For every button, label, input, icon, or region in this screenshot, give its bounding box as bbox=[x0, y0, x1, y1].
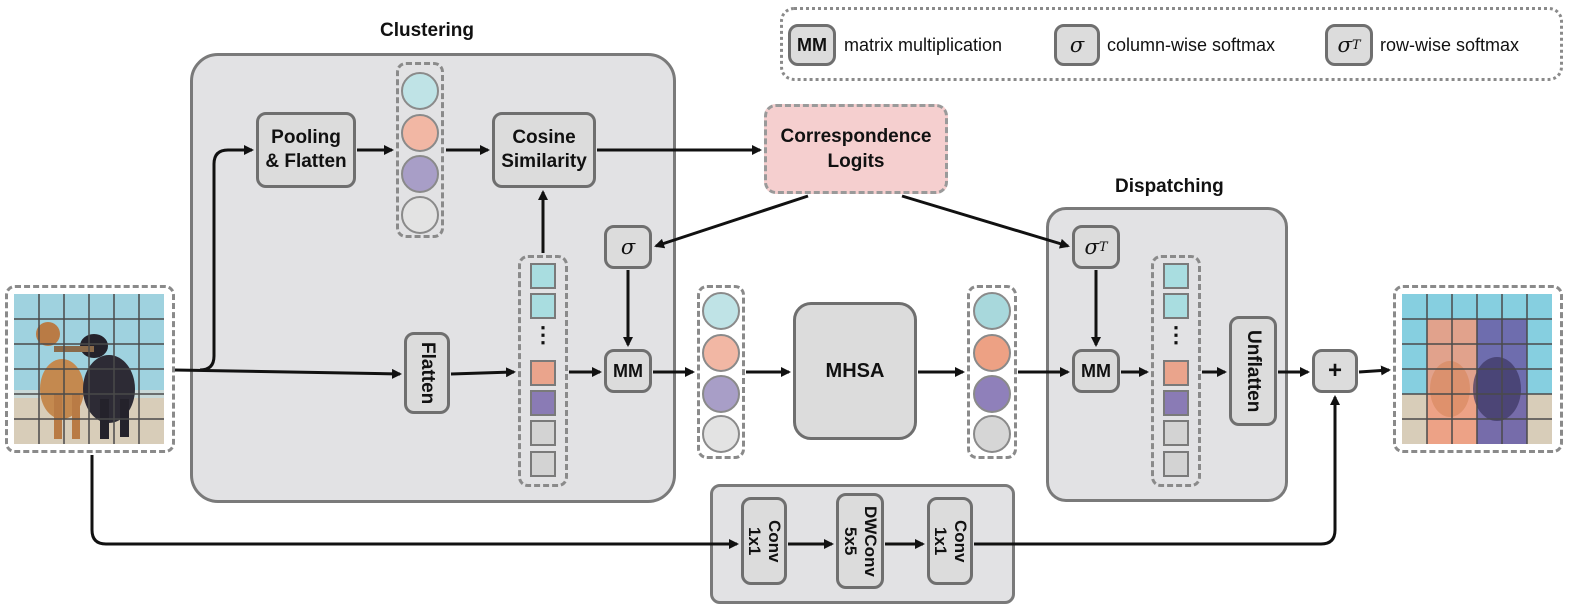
dispatched-square-gray-1 bbox=[1163, 420, 1189, 446]
pooling-flatten-box: Pooling & Flatten bbox=[256, 112, 356, 188]
sigma-box: σ bbox=[604, 225, 652, 269]
correspondence-logits-box: Correspondence Logits bbox=[764, 104, 948, 194]
arrow-logits-to-sigma bbox=[654, 194, 809, 249]
dispatched-square-gray-2 bbox=[1163, 451, 1189, 477]
updated-token-teal bbox=[973, 292, 1011, 330]
dispatching-title: Dispatching bbox=[1115, 176, 1224, 197]
arrow-logits-to-sigmaT bbox=[901, 194, 1070, 249]
legend-sigmaT-sup: T bbox=[1351, 37, 1361, 53]
legend-mm-text: matrix multiplication bbox=[844, 35, 1003, 55]
token-square-purple bbox=[530, 390, 556, 416]
flatten-vertical-label: Flatten bbox=[417, 341, 438, 405]
center-token-purple bbox=[401, 155, 439, 193]
dispatched-square-salmon bbox=[1163, 360, 1189, 386]
unflatten-vertical-label: Unflatten bbox=[1243, 329, 1264, 413]
mm-clustering-box: MM bbox=[604, 349, 652, 393]
center-token-gray bbox=[401, 196, 439, 234]
clustering-title: Clustering bbox=[380, 20, 474, 41]
center-tokens-column bbox=[396, 62, 444, 238]
legend-sigma-symbol: σ bbox=[1054, 24, 1100, 66]
legend-sigma-label: σ bbox=[1069, 33, 1085, 57]
sigma-label: σ bbox=[620, 235, 636, 259]
legend-sigma-text: column-wise softmax bbox=[1107, 35, 1276, 55]
input-image bbox=[14, 294, 164, 444]
flatten-box: Flatten bbox=[404, 332, 450, 414]
cosine-similarity-box: Cosine Similarity bbox=[492, 112, 596, 188]
logits-label: Logits bbox=[827, 151, 885, 172]
token-square-teal-1 bbox=[530, 263, 556, 289]
conv2-label-line2: 1x1 bbox=[931, 526, 950, 556]
dwconv-label-line1: DWConv bbox=[861, 505, 880, 577]
correspondence-label: Correspondence bbox=[780, 126, 932, 147]
cluster-token-purple bbox=[702, 375, 740, 413]
input-image-graphic bbox=[14, 294, 164, 444]
dispatched-square-teal-2 bbox=[1163, 293, 1189, 319]
legend-mm-symbol: MM bbox=[788, 24, 836, 66]
mm-dispatching-label: MM bbox=[1081, 360, 1111, 381]
similarity-label: Similarity bbox=[501, 151, 587, 172]
conv1-label-line1: Conv bbox=[765, 519, 784, 563]
dwconv-label-line2: 5x5 bbox=[841, 526, 860, 556]
dispatched-square-purple bbox=[1163, 390, 1189, 416]
output-image-graphic bbox=[1402, 294, 1552, 444]
sigmaT-label: σ bbox=[1084, 235, 1099, 259]
conv1-label-line2: 1x1 bbox=[745, 526, 764, 556]
conv2-label-line1: Conv bbox=[951, 519, 970, 563]
cosine-label: Cosine bbox=[512, 127, 576, 148]
mhsa-box: MHSA bbox=[793, 302, 917, 440]
token-square-teal-2 bbox=[530, 293, 556, 319]
token-square-salmon bbox=[530, 360, 556, 386]
updated-token-purple bbox=[973, 375, 1011, 413]
cluster-token-gray bbox=[702, 415, 740, 453]
updated-token-salmon bbox=[973, 334, 1011, 372]
cluster-token-teal bbox=[702, 292, 740, 330]
token-square-gray-2 bbox=[530, 451, 556, 477]
output-image bbox=[1402, 294, 1552, 444]
token-ellipsis-dispatching: ⋮ bbox=[1165, 322, 1187, 347]
mm-dispatching-box: MM bbox=[1072, 349, 1120, 393]
center-token-teal bbox=[401, 72, 439, 110]
updated-token-gray bbox=[973, 415, 1011, 453]
pooling-label: Pooling bbox=[271, 127, 341, 148]
mm-clustering-label: MM bbox=[613, 360, 643, 381]
mhsa-label: MHSA bbox=[825, 359, 885, 382]
center-token-salmon bbox=[401, 114, 439, 152]
legend-box bbox=[780, 7, 1563, 81]
token-ellipsis-clustering: ⋮ bbox=[532, 322, 554, 347]
token-square-gray-1 bbox=[530, 420, 556, 446]
legend-sigmaT-label: σ bbox=[1337, 33, 1352, 57]
cluster-token-salmon bbox=[702, 334, 740, 372]
sigmaT-sup: T bbox=[1098, 239, 1108, 255]
dispatched-square-teal-1 bbox=[1163, 263, 1189, 289]
plus-label: + bbox=[1327, 357, 1342, 384]
unflatten-box: Unflatten bbox=[1229, 316, 1277, 426]
arrow-plus-to-output bbox=[1358, 365, 1391, 376]
flatten-label: & Flatten bbox=[265, 151, 347, 172]
plus-box: + bbox=[1312, 349, 1358, 393]
legend-sigmaT-text: row-wise softmax bbox=[1380, 35, 1520, 55]
legend-mm-label: MM bbox=[797, 34, 827, 55]
